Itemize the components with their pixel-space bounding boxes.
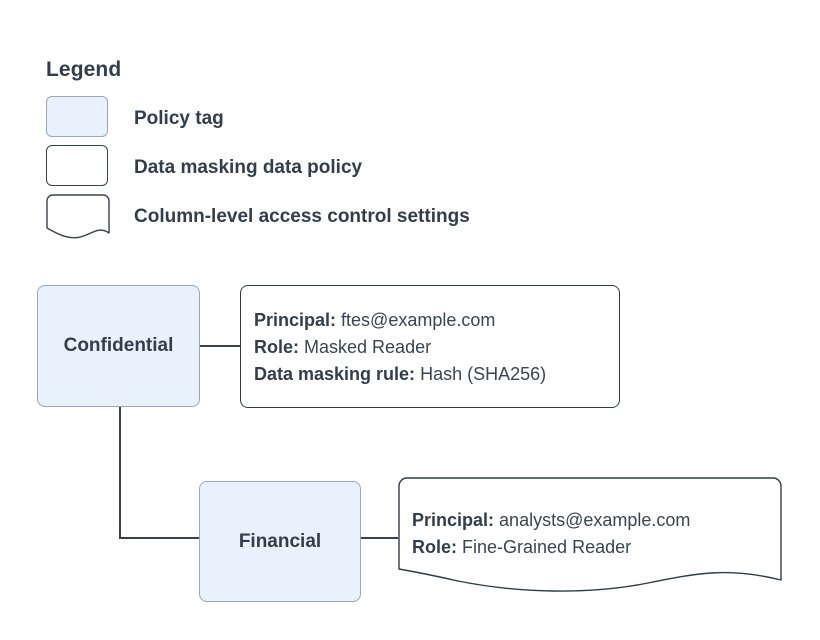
- detail-line-role: Role: Masked Reader: [254, 334, 546, 361]
- legend-swatch-data-masking-policy: [46, 145, 108, 186]
- connector-down-to-financial: [119, 537, 200, 539]
- node-confidential[interactable]: Confidential: [37, 285, 200, 407]
- detail-box-confidential[interactable]: Principal: ftes@example.com Role: Masked…: [240, 285, 620, 408]
- node-financial-label: Financial: [238, 530, 322, 552]
- connector-confidential-down: [119, 406, 121, 539]
- legend-label-data-masking-policy: Data masking data policy: [134, 157, 363, 178]
- detail-value-role: Masked Reader: [304, 337, 432, 357]
- legend-swatch-column-level-access: [46, 194, 110, 239]
- detail-value-principal: ftes@example.com: [341, 310, 496, 330]
- detail-key-principal: Principal:: [254, 310, 337, 330]
- detail-line-role-financial: Role: Fine-Grained Reader: [412, 534, 690, 561]
- detail-value-role-financial: Fine-Grained Reader: [462, 537, 632, 557]
- legend-title: Legend: [46, 58, 122, 81]
- node-financial[interactable]: Financial: [199, 481, 361, 602]
- detail-value-principal-financial: analysts@example.com: [499, 510, 691, 530]
- detail-box-financial[interactable]: Principal: analysts@example.com Role: Fi…: [398, 477, 782, 597]
- detail-line-masking-rule: Data masking rule: Hash (SHA256): [254, 361, 546, 388]
- detail-key-principal-financial: Principal:: [412, 510, 495, 530]
- legend-label-policy-tag: Policy tag: [134, 108, 224, 129]
- detail-confidential-lines: Principal: ftes@example.com Role: Masked…: [254, 307, 546, 388]
- legend-label-column-level-access: Column-level access control settings: [134, 206, 470, 227]
- detail-key-masking-rule: Data masking rule:: [254, 364, 416, 384]
- detail-line-principal: Principal: ftes@example.com: [254, 307, 546, 334]
- detail-line-principal-financial: Principal: analysts@example.com: [412, 507, 690, 534]
- connector-financial-to-detail: [360, 537, 400, 539]
- detail-financial-shape: [398, 477, 782, 592]
- legend-swatch-policy-tag: [46, 96, 108, 137]
- detail-key-role-financial: Role:: [412, 537, 457, 557]
- detail-key-role: Role:: [254, 337, 299, 357]
- detail-financial-lines: Principal: analysts@example.com Role: Fi…: [412, 507, 690, 561]
- connector-confidential-to-detail: [200, 345, 241, 347]
- node-confidential-label: Confidential: [63, 335, 174, 356]
- detail-value-masking-rule: Hash (SHA256): [420, 364, 547, 384]
